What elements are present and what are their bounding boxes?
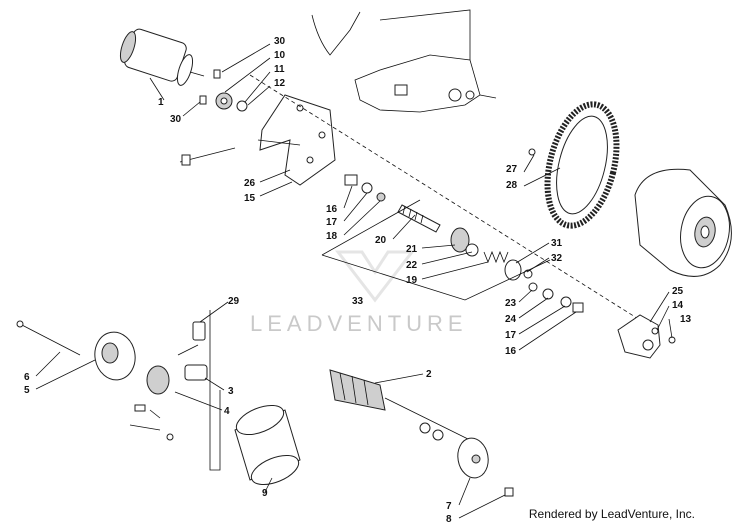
starter-motor <box>119 28 205 86</box>
washer-17 <box>361 182 373 194</box>
spacer-16b <box>572 302 584 313</box>
callout-8: 8 <box>446 514 452 525</box>
callout-10: 10 <box>274 50 286 61</box>
callout-14: 14 <box>672 300 684 311</box>
callout-22: 22 <box>406 260 418 271</box>
footer-credit: Rendered by LeadVenture, Inc. <box>528 507 695 521</box>
callout-15: 15 <box>244 193 256 204</box>
small-hardware <box>129 404 174 441</box>
callout-32: 32 <box>551 253 563 264</box>
callout-labels: 30 10 11 12 1 30 26 15 16 17 18 20 21 22… <box>24 36 692 525</box>
drive-clutch <box>634 168 732 277</box>
callout-11: 11 <box>274 64 285 75</box>
callout-16a: 16 <box>326 204 338 215</box>
callout-26: 26 <box>244 178 256 189</box>
callout-3: 3 <box>228 386 234 397</box>
end-plate <box>457 437 514 497</box>
watermark-logo <box>334 250 416 303</box>
callout-28: 28 <box>506 180 518 191</box>
callout-30a: 30 <box>274 36 286 47</box>
callout-20: 20 <box>375 235 387 246</box>
bolt-10 <box>213 69 221 79</box>
callout-13: 13 <box>680 314 692 325</box>
callout-7: 7 <box>446 501 452 512</box>
callout-21: 21 <box>406 244 418 255</box>
callout-19: 19 <box>406 275 418 286</box>
washer-14 <box>651 327 659 335</box>
leader-lines <box>35 43 673 519</box>
callout-31: 31 <box>551 238 563 249</box>
callout-23: 23 <box>505 298 517 309</box>
callout-27: 27 <box>506 164 518 175</box>
washer-23 <box>528 282 538 292</box>
callout-33: 33 <box>352 296 364 307</box>
callout-6: 6 <box>24 372 30 383</box>
nut-8 <box>504 487 514 497</box>
callout-18: 18 <box>326 231 338 242</box>
callout-2: 2 <box>426 369 432 380</box>
callout-16b: 16 <box>505 346 517 357</box>
bolt-27 <box>528 148 536 156</box>
brush-holder <box>146 321 208 395</box>
callout-9: 9 <box>262 488 268 499</box>
bracket-lines <box>209 310 221 471</box>
callout-29: 29 <box>228 296 240 307</box>
washer-17b <box>560 296 572 308</box>
callout-24: 24 <box>505 314 517 325</box>
spring <box>465 243 509 264</box>
bolt-30 <box>199 95 207 105</box>
callout-4: 4 <box>224 406 230 417</box>
spacer-16 <box>344 174 358 186</box>
kit-33-bracket <box>321 199 551 301</box>
callout-1: 1 <box>158 97 164 108</box>
washer-24 <box>542 288 554 300</box>
pinion-gear <box>215 92 233 110</box>
ring-18 <box>376 192 386 202</box>
motor-housing <box>234 404 301 486</box>
callout-30b: 30 <box>170 114 182 125</box>
callout-25: 25 <box>672 286 684 297</box>
through-bolt <box>19 323 81 356</box>
engine-block <box>311 9 497 113</box>
bendix-drive <box>397 204 470 253</box>
end-housing <box>617 314 676 359</box>
washer-12 <box>236 100 248 112</box>
watermark-text: LEADVENTURE <box>250 311 468 336</box>
callout-5: 5 <box>24 385 30 396</box>
ring-gear <box>528 101 620 229</box>
callout-12: 12 <box>274 78 286 89</box>
armature <box>329 369 471 441</box>
mounting-bracket <box>179 94 336 186</box>
end-cap <box>94 331 136 381</box>
callout-17b: 17 <box>505 330 517 341</box>
callout-17a: 17 <box>326 217 338 228</box>
